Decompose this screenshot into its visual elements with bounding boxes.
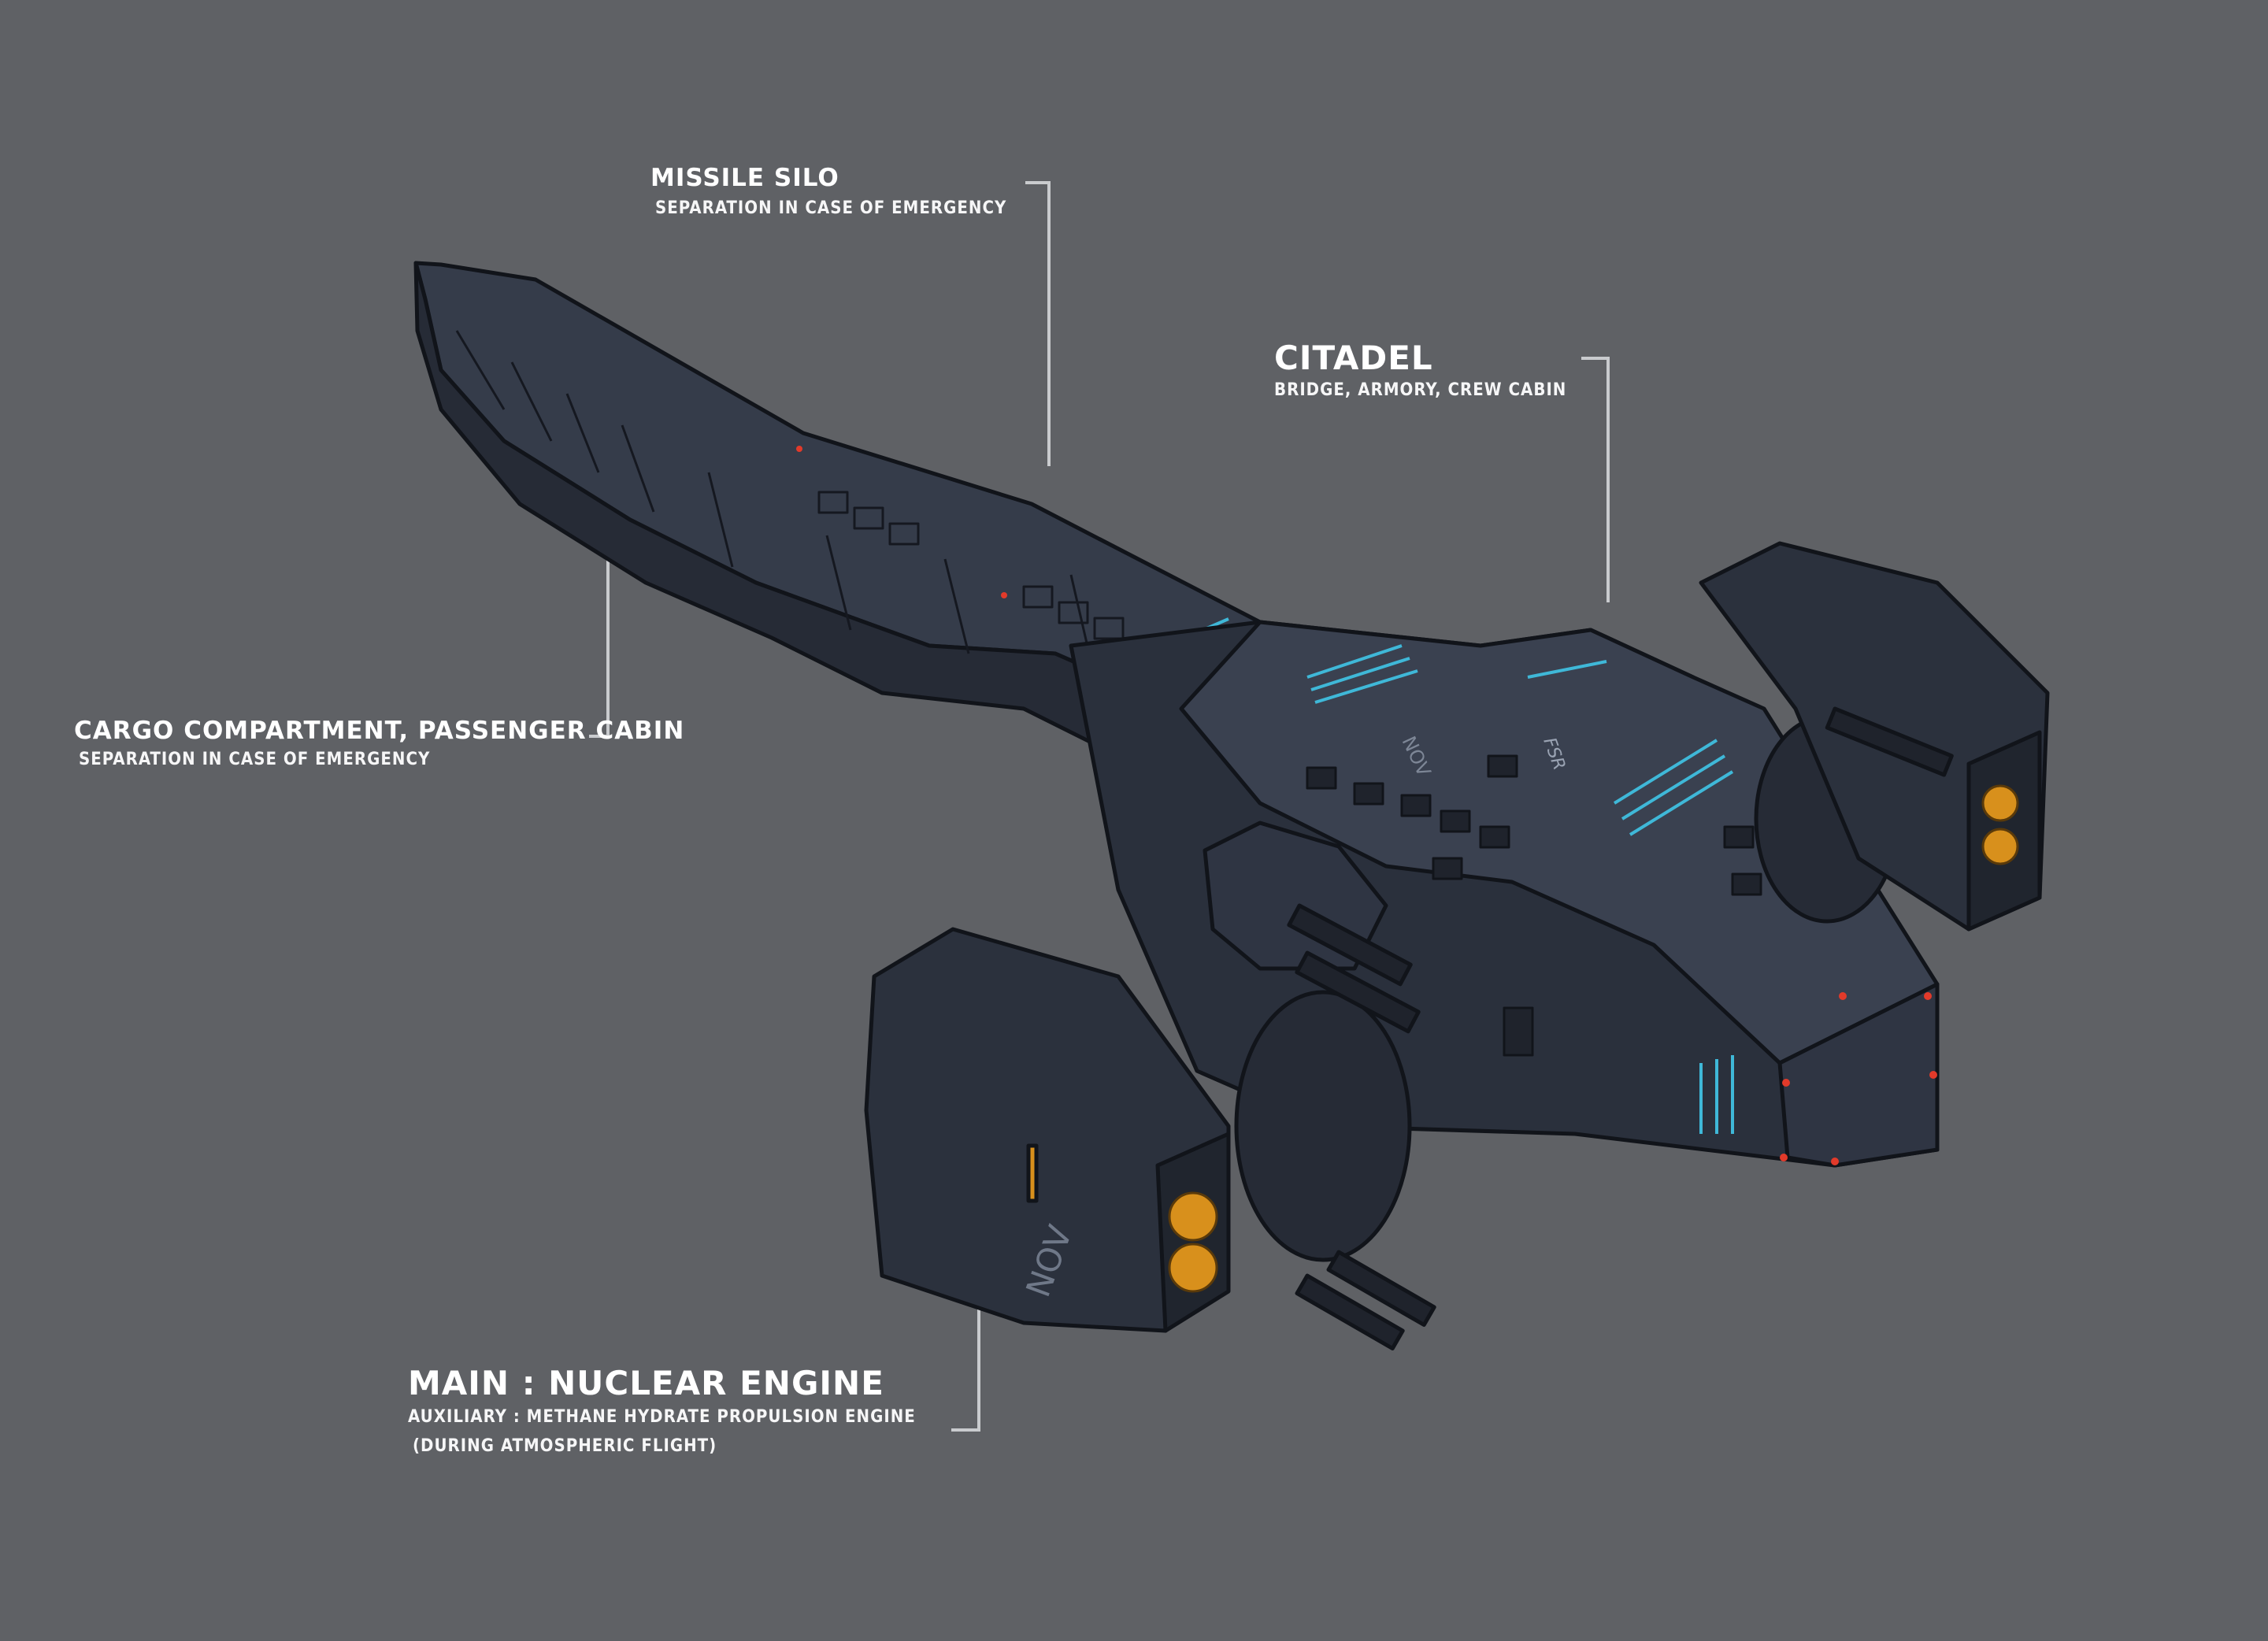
cargo-title: CARGO COMPARTMENT, PASSENGER CABIN (74, 717, 685, 745)
citadel-leader (1581, 357, 1610, 602)
seam (943, 558, 970, 654)
missile-silo-title: MISSILE SILO (650, 164, 839, 192)
turret (1487, 754, 1518, 778)
turret (1400, 794, 1432, 817)
warning-light (1831, 1158, 1839, 1165)
engine-title: MAIN : NUCLEAR ENGINE (408, 1364, 884, 1402)
seam (510, 361, 553, 442)
cargo-leader (589, 534, 610, 738)
seam (455, 330, 506, 410)
seam (621, 424, 655, 513)
turret (1503, 1006, 1534, 1057)
engine-subtitle: AUXILIARY : METHANE HYDRATE PROPULSION E… (408, 1407, 916, 1427)
cyan-strip (1527, 660, 1607, 679)
engine-cannon (1295, 1273, 1405, 1351)
cyan-strip (1314, 669, 1418, 704)
turret (1432, 857, 1463, 880)
warning-light (1839, 992, 1847, 1000)
cyan-strip (1621, 754, 1726, 820)
turret (1440, 809, 1471, 833)
warning-light (796, 446, 802, 452)
engine-glow-ring (1168, 1243, 1218, 1293)
cyan-strip (1306, 644, 1403, 679)
hatch (888, 522, 920, 546)
turret (1306, 766, 1337, 790)
warning-light (1924, 992, 1932, 1000)
hatch (1022, 585, 1054, 609)
cyan-strip (1310, 657, 1410, 691)
cyan-strip (1613, 739, 1718, 805)
engine-subtitle-2: (DURING ATMOSPHERIC FLIGHT) (413, 1436, 717, 1456)
hatch (817, 491, 849, 514)
turret (1353, 782, 1384, 806)
citadel-subtitle: BRIDGE, ARMORY, CREW CABIN (1274, 380, 1567, 400)
cargo-label: CARGO COMPARTMENT, PASSENGER CABIN SEPAR… (74, 717, 684, 769)
engine-pod-lower: NOV NOV (864, 733, 1436, 1351)
bow-face (1777, 982, 1940, 1168)
cargo-subtitle: SEPARATION IN CASE OF EMERGENCY (79, 750, 431, 769)
missile-silo-leader (1025, 181, 1051, 466)
hatch (853, 506, 884, 530)
engine-cannon (1295, 950, 1421, 1034)
seam (707, 472, 734, 568)
turret (1479, 825, 1510, 849)
turret (1731, 872, 1762, 896)
main-body: FSR (796, 446, 1940, 1168)
engine-glow-slit (1026, 1143, 1039, 1203)
missile-silo-subtitle: SEPARATION IN CASE OF EMERGENCY (655, 198, 1007, 218)
engine-cannon (1825, 706, 1954, 777)
turret (1723, 825, 1755, 849)
leader-lines (589, 181, 1610, 1432)
seam (565, 393, 600, 473)
engine-pod-upper (1699, 541, 2050, 932)
citadel-label: CITADEL BRIDGE, ARMORY, CREW CABIN (1274, 339, 1566, 400)
hatch (1058, 601, 1089, 624)
missile-silo-label: MISSILE SILO SEPARATION IN CASE OF EMERG… (650, 164, 1006, 218)
warning-light (1782, 1079, 1790, 1087)
seam (825, 535, 852, 631)
hatch (1093, 617, 1125, 640)
cyan-strip (1629, 770, 1734, 836)
warning-light (1001, 592, 1007, 598)
engine-glow-ring (1981, 784, 2019, 822)
engine-cannon (1326, 1250, 1436, 1328)
citadel-title: CITADEL (1274, 339, 1433, 377)
engine-leader (951, 1272, 980, 1432)
warning-light (1929, 1071, 1937, 1079)
engine-label: MAIN : NUCLEAR ENGINE AUXILIARY : METHAN… (408, 1364, 916, 1456)
engine-ring (1234, 990, 1412, 1262)
engine-glow-ring (1168, 1191, 1218, 1242)
engine-cannon (1287, 903, 1413, 987)
warning-light (1780, 1154, 1788, 1161)
engine-glow-ring (1981, 828, 2019, 865)
